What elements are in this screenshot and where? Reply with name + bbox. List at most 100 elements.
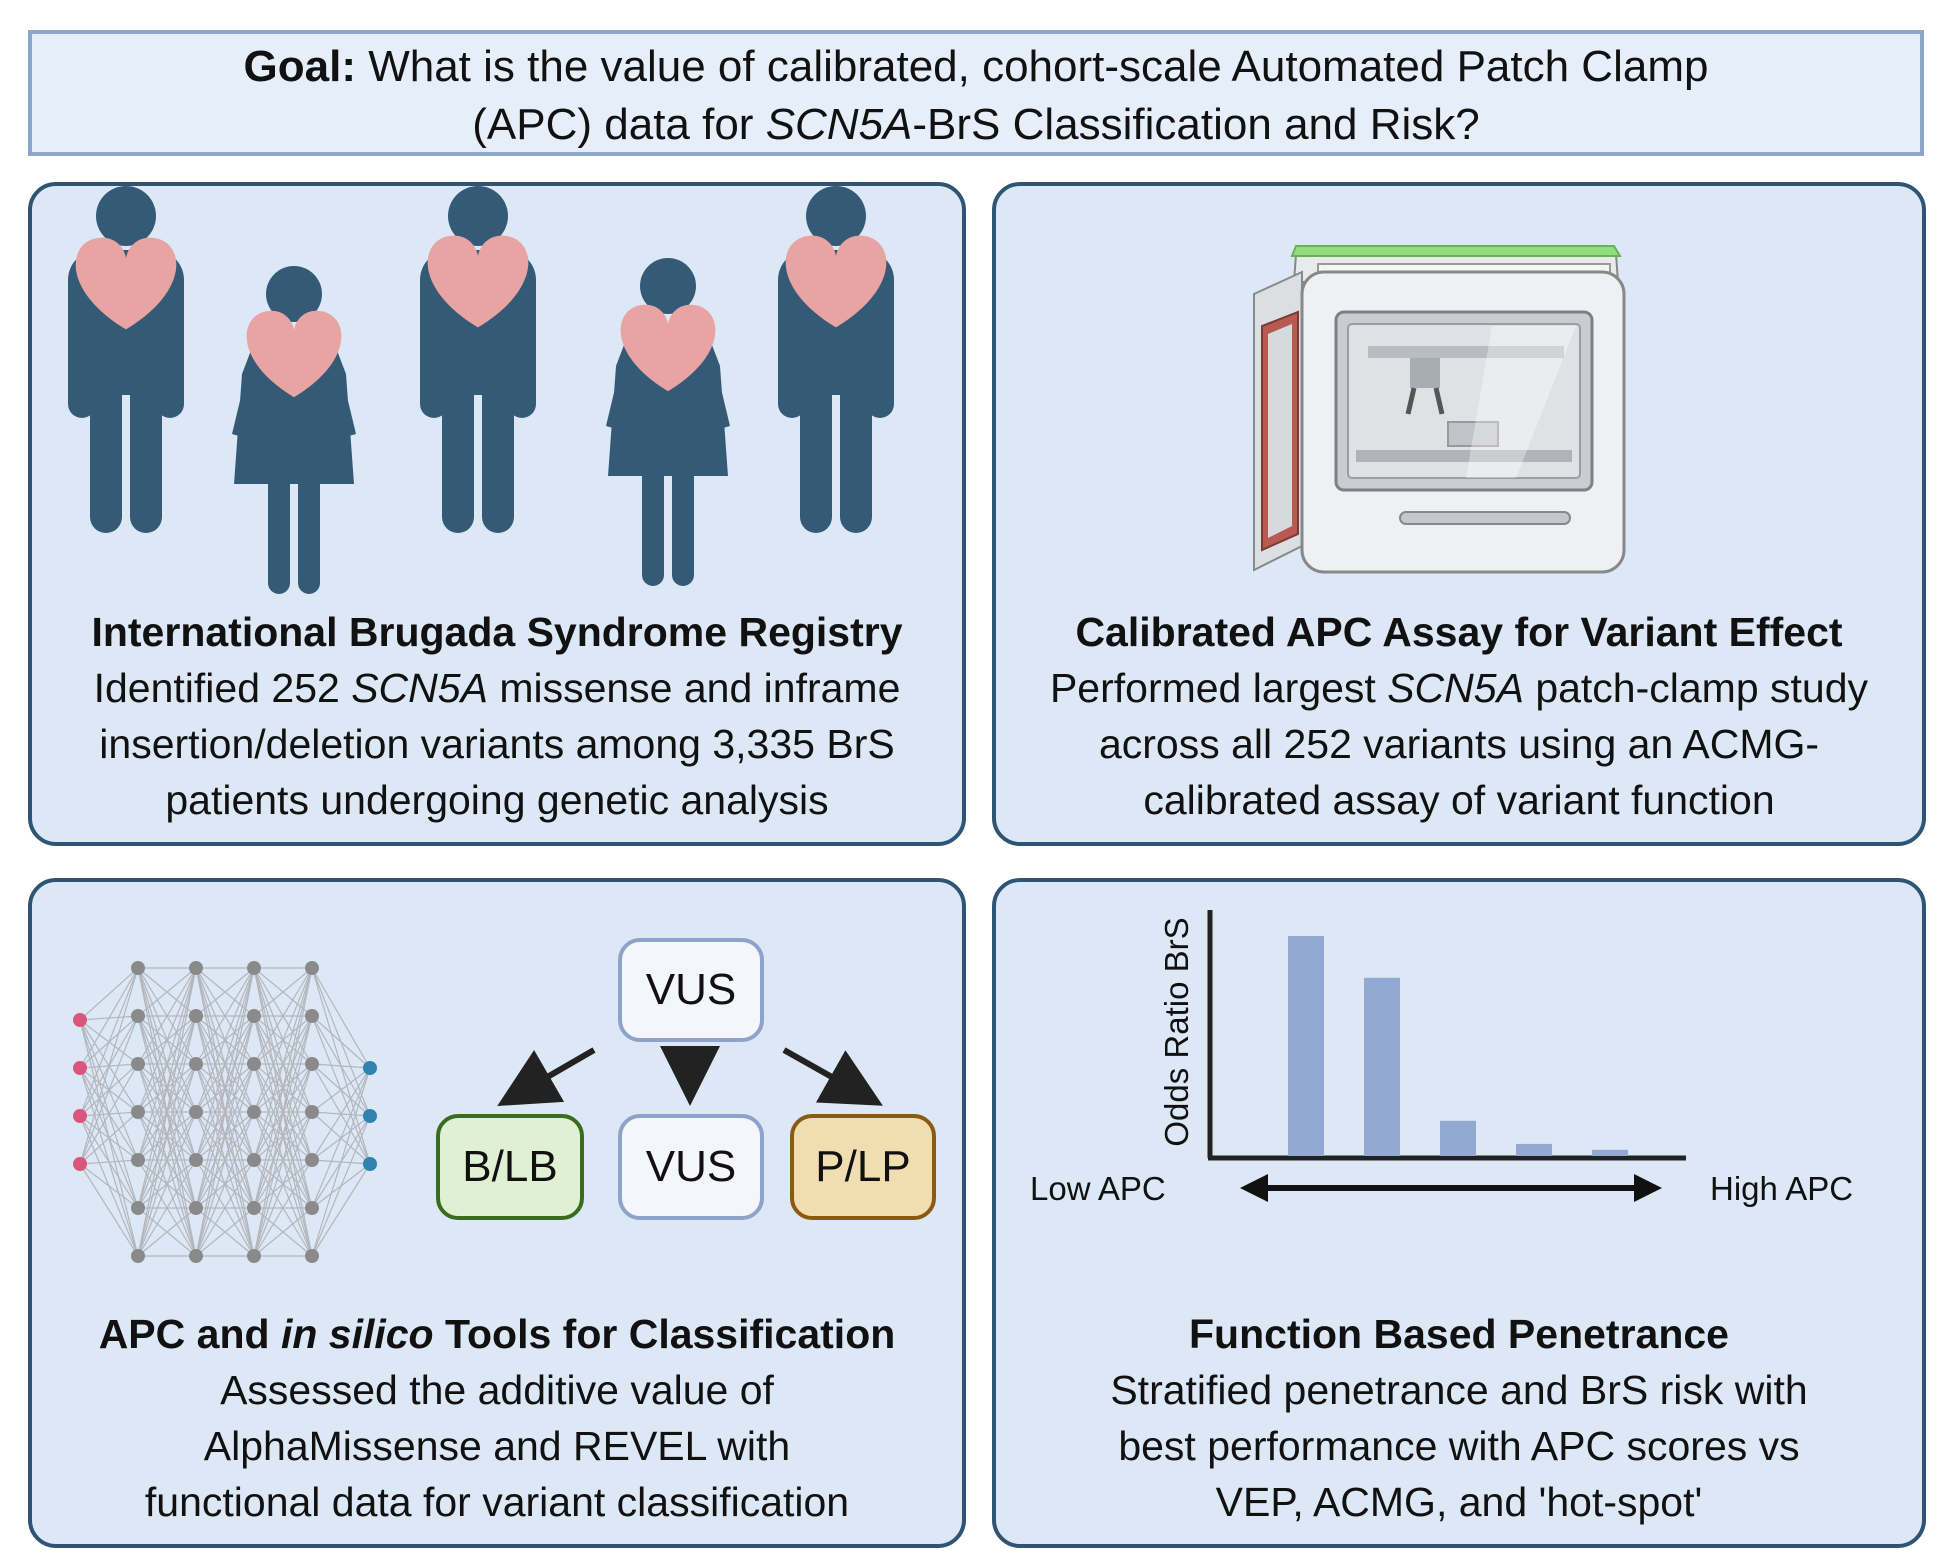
nn-node (247, 1057, 261, 1071)
nn-edge (137, 967, 197, 1209)
nn-edge (253, 1207, 313, 1257)
nn-edge (253, 1111, 313, 1257)
nn-edge (253, 1063, 313, 1257)
nn-edge (79, 1063, 139, 1165)
nn-node (131, 1249, 145, 1263)
nn-node (305, 961, 319, 975)
goal-line2-b: -BrS Classification and Risk? (912, 100, 1480, 149)
apc-gene: SCN5A (1387, 665, 1524, 711)
goal-line2-a: (APC) data for (472, 100, 766, 149)
arrow-to-blb (497, 1047, 596, 1107)
nn-edge (79, 1015, 139, 1165)
cls-title-b: Tools for Classification (433, 1311, 896, 1357)
nn-edge (79, 967, 139, 1165)
nn-edge (311, 1015, 371, 1069)
nn-edge (195, 967, 255, 1209)
nn-edge (253, 967, 313, 1161)
registry-gene: SCN5A (351, 665, 488, 711)
nn-edge (253, 967, 313, 1065)
penetrance-panel: Odds Ratio BrS Low APC High APC Function… (992, 878, 1926, 1548)
nn-edge (79, 967, 139, 1117)
nn-node (247, 1153, 261, 1167)
nn-edge (137, 967, 197, 1017)
nn-edge (311, 1067, 371, 1257)
nn-edge (195, 1015, 255, 1257)
low-apc-label: Low APC (1030, 1170, 1166, 1207)
nn-edge (253, 1015, 313, 1257)
nn-node (305, 1057, 319, 1071)
registry-line-1: Identified 252 SCN5A missense and infram… (32, 660, 962, 716)
nn-edge (137, 967, 197, 1257)
nn-edge (79, 967, 139, 1021)
nn-edge (195, 1207, 255, 1257)
plp-box: P/LP (790, 1114, 936, 1220)
apc-assay-line-1: Performed largest SCN5A patch-clamp stud… (996, 660, 1922, 716)
nn-node (305, 1105, 319, 1119)
nn-edge (137, 967, 197, 1161)
nn-edge (137, 1111, 197, 1257)
woman-figure-2 (606, 258, 730, 586)
classification-text: APC and in silico Tools for Classificati… (32, 1306, 962, 1530)
apc-l1-b: patch-clamp study (1523, 665, 1869, 711)
registry-title: International Brugada Syndrome Registry (91, 609, 903, 655)
nn-edge (311, 1163, 371, 1257)
nn-node (305, 1201, 319, 1215)
nn-edge (311, 967, 371, 1069)
registry-l1-b: missense and inframe (487, 665, 901, 711)
nn-node (131, 1105, 145, 1119)
nn-node (363, 1061, 377, 1075)
nn-edge (79, 1111, 139, 1165)
goal-gene: SCN5A (765, 100, 913, 149)
chart-bar-3 (1440, 1120, 1476, 1156)
nn-node (73, 1157, 87, 1171)
arrow-to-plp (782, 1047, 883, 1106)
penetrance-title: Function Based Penetrance (1189, 1311, 1729, 1357)
nn-node (189, 1009, 203, 1023)
arrow-left-icon (1240, 1174, 1268, 1202)
nn-node (189, 961, 203, 975)
vus-top-box: VUS (618, 938, 764, 1042)
goal-line-1: Goal: What is the value of calibrated, c… (32, 38, 1920, 96)
nn-node (189, 1153, 203, 1167)
nn-node (189, 1201, 203, 1215)
penetrance-text: Function Based Penetrance Stratified pen… (996, 1306, 1922, 1530)
nn-node (247, 1201, 261, 1215)
nn-node (247, 1105, 261, 1119)
registry-l1-a: Identified 252 (93, 665, 352, 711)
chart-bar-4 (1516, 1143, 1552, 1156)
nn-node (305, 1153, 319, 1167)
classification-line-2: AlphaMissense and REVEL with (203, 1423, 791, 1469)
nn-edge (195, 967, 255, 1161)
penetrance-line-3: VEP, ACMG, and 'hot-spot' (1215, 1479, 1703, 1525)
nn-node (73, 1061, 87, 1075)
nn-node (131, 1057, 145, 1071)
nn-node (363, 1157, 377, 1171)
nn-edge (253, 967, 313, 1017)
nn-node (247, 1009, 261, 1023)
nn-node (131, 1153, 145, 1167)
nn-node (189, 1249, 203, 1263)
goal-banner: Goal: What is the value of calibrated, c… (28, 30, 1924, 156)
nn-edge (311, 1063, 371, 1069)
nn-edge (137, 967, 197, 1065)
apc-assay-line-3: calibrated assay of variant function (1143, 777, 1775, 823)
nn-edge (195, 967, 255, 1257)
man-figure-3 (778, 186, 894, 533)
nn-node (131, 1201, 145, 1215)
cls-title-a: APC and (98, 1311, 281, 1357)
chart-bar-2 (1364, 977, 1400, 1156)
nn-node (189, 1057, 203, 1071)
nn-edge (311, 1115, 371, 1257)
nn-node (73, 1013, 87, 1027)
apc-assay-line-2: across all 252 variants using an ACMG- (1098, 721, 1820, 767)
nn-edge (137, 967, 197, 1113)
nn-edge (195, 967, 255, 1065)
nn-edge (79, 1159, 139, 1165)
nn-edge (195, 967, 255, 1113)
nn-node (131, 1009, 145, 1023)
nn-edge (253, 967, 313, 1209)
nn-edge (311, 1067, 371, 1113)
apc-assay-panel: Calibrated APC Assay for Variant Effect … (992, 182, 1926, 846)
classification-title: APC and in silico Tools for Classificati… (32, 1306, 962, 1362)
goal-line1-text: What is the value of calibrated, cohort-… (355, 42, 1709, 91)
